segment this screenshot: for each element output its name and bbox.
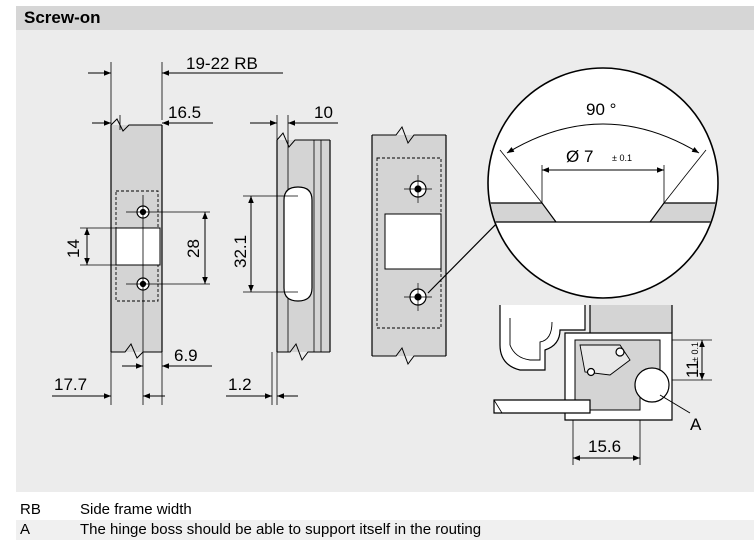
- diameter-tolerance: ± 0.1: [612, 153, 632, 163]
- detail-circle: [487, 67, 719, 299]
- legend-key: RB: [20, 501, 41, 518]
- dim-1-2: 1.2: [228, 375, 252, 394]
- technical-drawing: 19-22 RB 16.5 14 28 6.9 17.7 10 32.1 1: [52, 54, 719, 465]
- front-view: [110, 118, 210, 405]
- section-header: Screw-on: [16, 6, 754, 30]
- dim-11: 11: [683, 360, 702, 378]
- angle-90: 90 °: [586, 100, 616, 119]
- dim-28: 28: [184, 239, 203, 258]
- dim-11-tolerance: ± 0.1: [690, 342, 700, 362]
- legend-text: Side frame width: [80, 501, 192, 518]
- dim-14: 14: [64, 239, 83, 258]
- legend-row-a: A The hinge boss should be able to suppo…: [16, 520, 754, 540]
- dim-6-9: 6.9: [174, 346, 198, 365]
- legend-key: A: [20, 521, 31, 538]
- dim-15-6: 15.6: [588, 437, 621, 456]
- section-title: Screw-on: [24, 8, 101, 27]
- frame-view: [371, 125, 511, 366]
- diameter-7: Ø 7: [566, 147, 593, 166]
- dim-10: 10: [314, 103, 333, 122]
- dim-16-5: 16.5: [168, 103, 201, 122]
- front-dimension-lines: [52, 62, 283, 405]
- side-view: [276, 132, 331, 362]
- side-dimension-lines: [226, 115, 338, 405]
- legend-row-rb: RB Side frame width: [16, 500, 754, 520]
- dim-19-22-rb: 19-22 RB: [186, 54, 258, 73]
- label-a: A: [690, 415, 702, 434]
- dim-17-7: 17.7: [54, 375, 87, 394]
- hinge-dimension-lines: [572, 339, 712, 465]
- legend-text: The hinge boss should be able to support…: [80, 521, 482, 538]
- dim-32-1: 32.1: [231, 235, 250, 268]
- hinge-section-view: [493, 305, 691, 421]
